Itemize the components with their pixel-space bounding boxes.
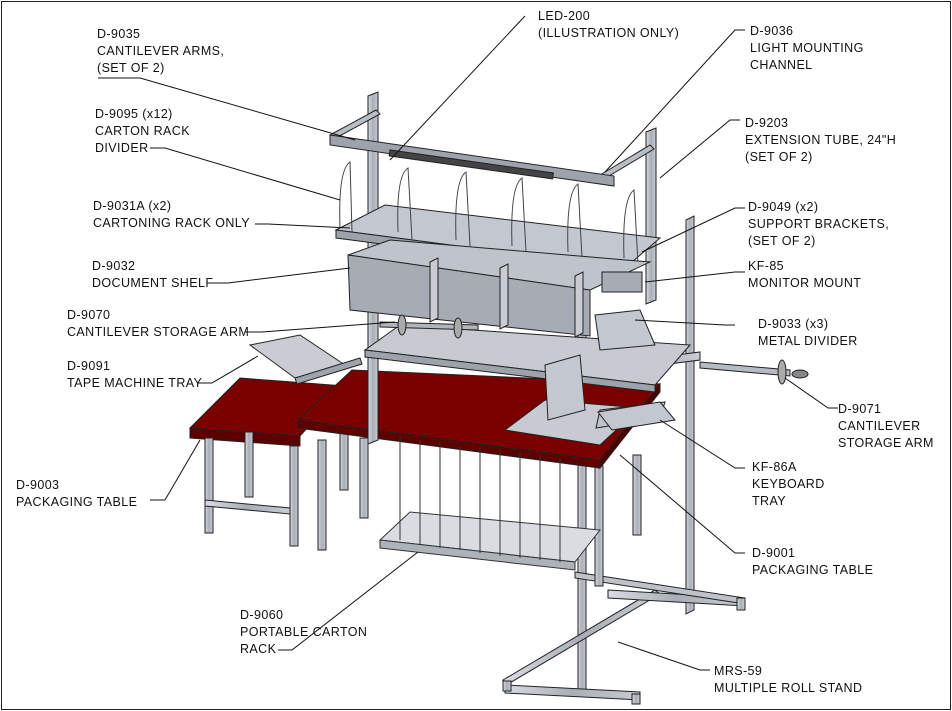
callout-desc: SUPPORT BRACKETS, xyxy=(748,217,890,231)
callout-d9033: D-9033 (x3) METAL DIVIDER xyxy=(758,316,858,350)
callout-d9003: D-9003 PACKAGING TABLE xyxy=(16,477,137,511)
callout-desc: (SET OF 2) xyxy=(748,234,816,248)
leader-lines xyxy=(98,15,838,671)
callout-code: D-9031A (x2) xyxy=(93,199,172,213)
callout-kf86a: KF-86A KEYBOARD TRAY xyxy=(752,459,825,510)
upper-shelving xyxy=(248,91,692,446)
callout-d9032: D-9032 DOCUMENT SHELF xyxy=(92,258,213,292)
portable-carton-rack xyxy=(378,436,601,571)
callout-code: D-9032 xyxy=(92,259,136,273)
callout-desc: EXTENSION TUBE, 24"H xyxy=(745,133,897,147)
callout-d9035: D-9035 CANTILEVER ARMS, (SET OF 2) xyxy=(97,26,224,77)
callout-led200: LED-200 (ILLUSTRATION ONLY) xyxy=(538,8,679,42)
callout-desc: TRAY xyxy=(752,494,787,508)
callout-desc: KEYBOARD xyxy=(752,477,825,491)
callout-code: D-9001 xyxy=(752,546,796,560)
callout-desc: CANTILEVER xyxy=(838,419,921,433)
callout-code: D-9091 xyxy=(67,359,111,373)
callout-d9060: D-9060 PORTABLE CARTON RACK xyxy=(240,607,367,658)
callout-desc: CHANNEL xyxy=(750,58,813,72)
callout-code: D-9071 xyxy=(838,402,882,416)
callout-d9095: D-9095 (x12) CARTON RACK DIVIDER xyxy=(95,106,190,157)
callout-desc: CANTILEVER ARMS, xyxy=(97,44,225,58)
callout-d9031a: D-9031A (x2) CARTONING RACK ONLY xyxy=(93,198,250,232)
callout-d9071: D-9071 CANTILEVER STORAGE ARM xyxy=(838,401,934,452)
callout-desc: MONITOR MOUNT xyxy=(748,276,862,290)
callout-code: D-9003 xyxy=(16,478,60,492)
callout-code: KF-85 xyxy=(748,259,785,273)
callout-mrs59: MRS-59 MULTIPLE ROLL STAND xyxy=(714,663,862,697)
callout-d9036: D-9036 LIGHT MOUNTING CHANNEL xyxy=(750,23,864,74)
callout-desc: MULTIPLE ROLL STAND xyxy=(714,681,863,695)
callout-desc: (SET OF 2) xyxy=(97,61,165,75)
callout-desc: PORTABLE CARTON xyxy=(240,625,368,639)
callout-code: KF-86A xyxy=(752,460,797,474)
callout-d9049: D-9049 (x2) SUPPORT BRACKETS, (SET OF 2) xyxy=(748,199,889,250)
callout-desc: CARTON RACK xyxy=(95,124,190,138)
callout-desc: (SET OF 2) xyxy=(745,150,813,164)
callout-code: D-9033 (x3) xyxy=(758,317,829,331)
callout-desc: PACKAGING TABLE xyxy=(752,563,874,577)
callout-code: D-9060 xyxy=(240,608,284,622)
callout-desc: (ILLUSTRATION ONLY) xyxy=(538,26,680,40)
callout-d9070: D-9070 CANTILEVER STORAGE ARM xyxy=(67,307,249,341)
callout-desc: DIVIDER xyxy=(95,141,149,155)
callout-d9203: D-9203 EXTENSION TUBE, 24"H (SET OF 2) xyxy=(745,115,896,166)
callout-d9001: D-9001 PACKAGING TABLE xyxy=(752,545,873,579)
callout-code: D-9070 xyxy=(67,308,111,322)
callout-desc: LIGHT MOUNTING xyxy=(750,41,864,55)
callout-code: LED-200 xyxy=(538,9,591,23)
callout-desc: METAL DIVIDER xyxy=(758,334,858,348)
callout-desc: RACK xyxy=(240,642,277,656)
callout-desc: TAPE MACHINE TRAY xyxy=(67,376,203,390)
callout-desc: STORAGE ARM xyxy=(838,436,934,450)
callout-code: MRS-59 xyxy=(714,664,763,678)
callout-desc: DOCUMENT SHELF xyxy=(92,276,214,290)
callout-code: D-9036 xyxy=(750,24,794,38)
callout-kf85: KF-85 MONITOR MOUNT xyxy=(748,258,861,292)
callout-desc: CANTILEVER STORAGE ARM xyxy=(67,325,250,339)
callout-code: D-9203 xyxy=(745,116,789,130)
callout-code: D-9095 (x12) xyxy=(95,107,173,121)
callout-d9091: D-9091 TAPE MACHINE TRAY xyxy=(67,358,202,392)
callout-code: D-9049 (x2) xyxy=(748,200,819,214)
callout-desc: PACKAGING TABLE xyxy=(16,495,138,509)
callout-desc: CARTONING RACK ONLY xyxy=(93,216,250,230)
callout-code: D-9035 xyxy=(97,27,141,41)
